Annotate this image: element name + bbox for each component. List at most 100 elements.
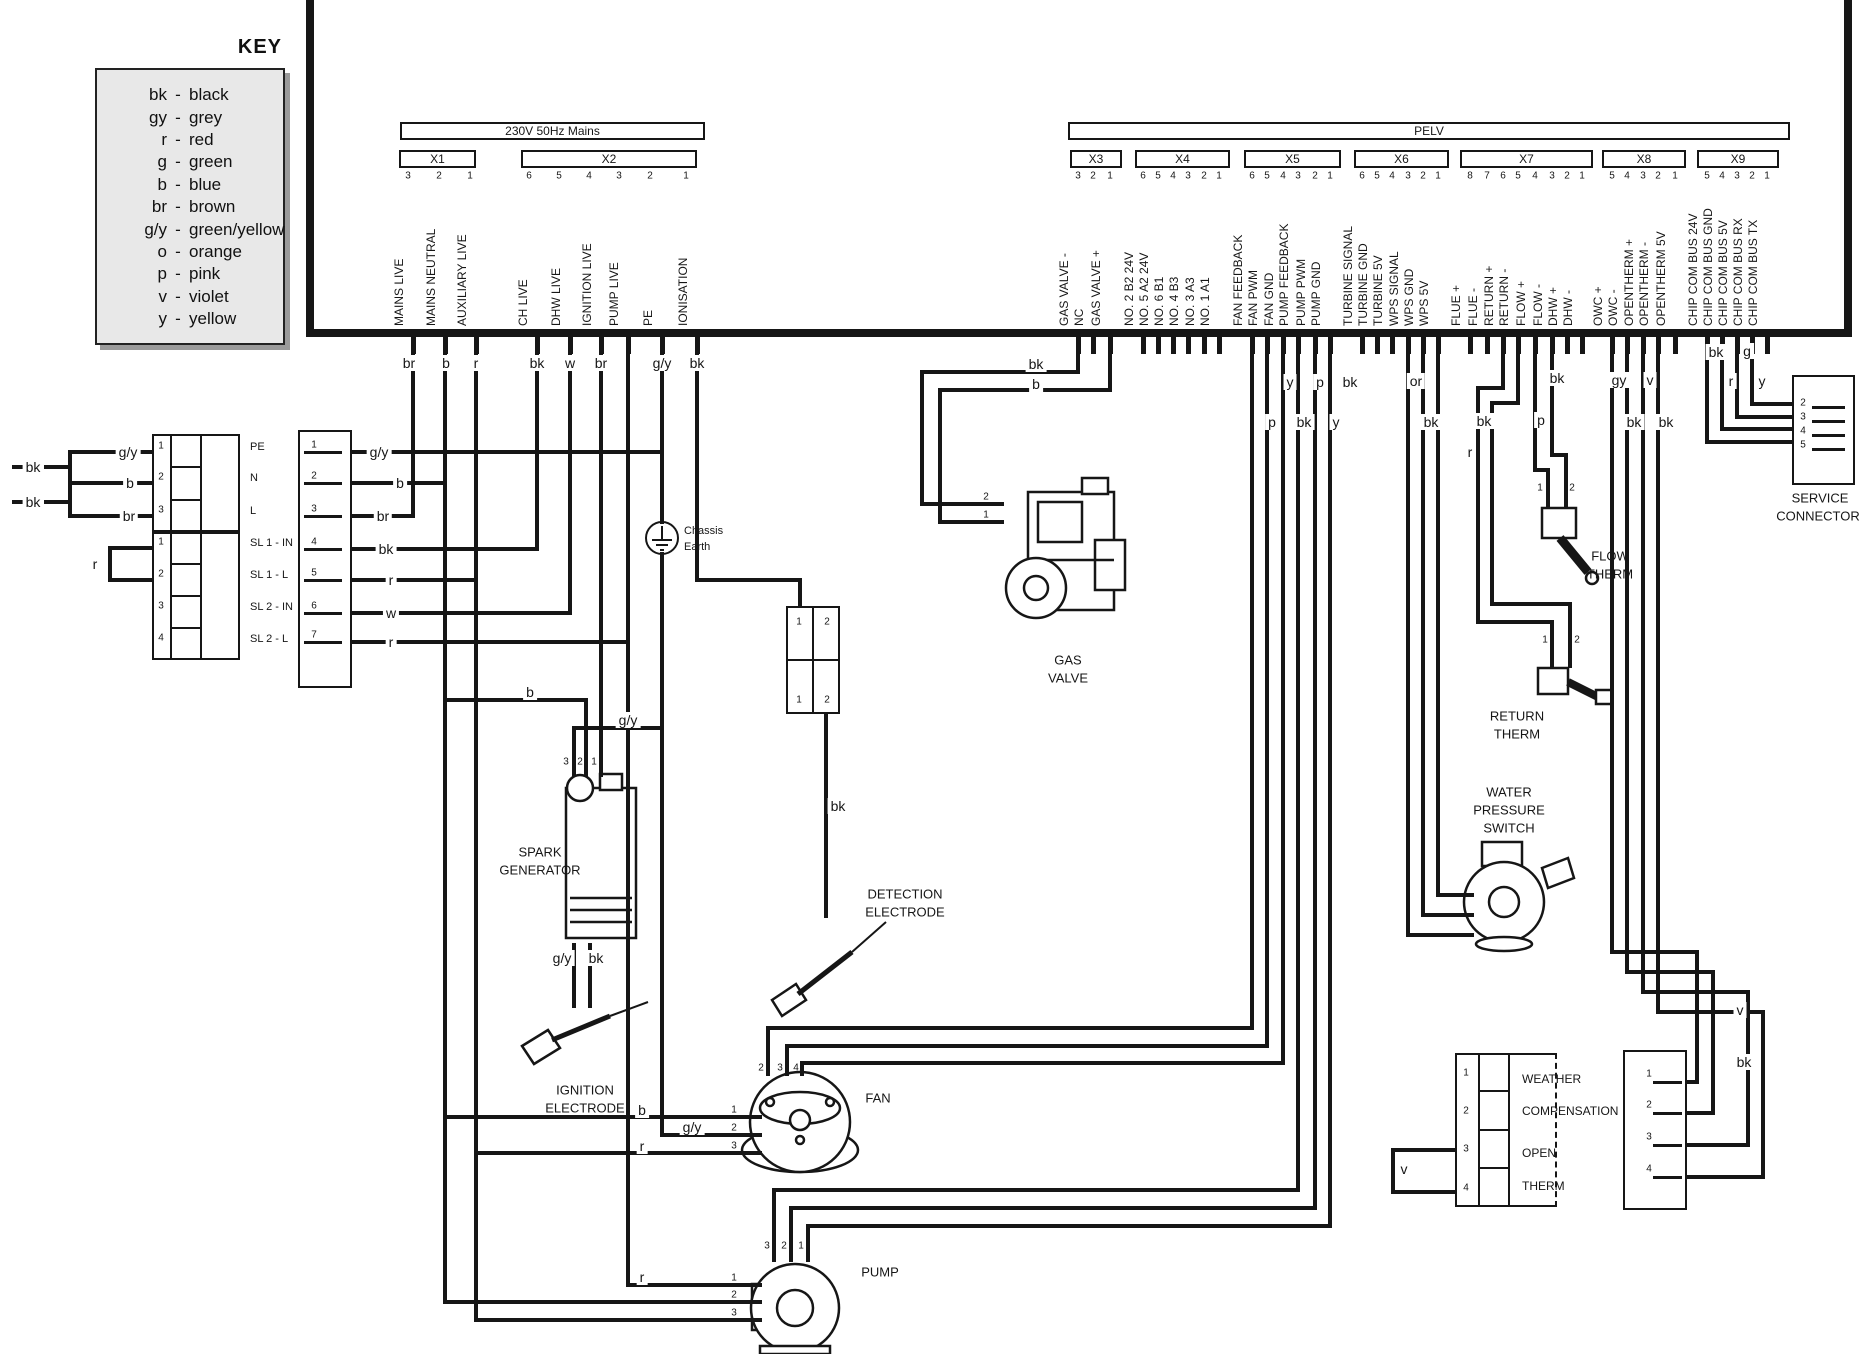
diagram-text: bk xyxy=(1733,1054,1755,1070)
bus-pin-tick xyxy=(659,333,665,354)
connector-label-X1: X1 xyxy=(430,152,445,166)
diagram-text: 1 xyxy=(1463,1067,1469,1079)
diagram-text: g/y xyxy=(649,355,675,371)
key-dash: - xyxy=(175,241,181,261)
diagram-text: 2 xyxy=(1646,1099,1652,1111)
wire xyxy=(474,1318,762,1322)
wire xyxy=(1546,470,1550,508)
connector-label-X2: X2 xyxy=(601,152,617,166)
connector-pin-number: 1 xyxy=(683,170,689,182)
diagram-text: 1 xyxy=(1542,634,1548,646)
pcb-bus-bar xyxy=(306,329,1852,337)
wire xyxy=(1625,970,1715,974)
wire xyxy=(108,578,154,582)
wire xyxy=(1476,620,1554,624)
connector-box-X2 xyxy=(521,150,697,168)
diagram-text: r xyxy=(385,634,397,650)
diagram-text: bk xyxy=(22,494,44,510)
bus-pin-tick xyxy=(567,333,573,354)
diagram-text: b xyxy=(439,355,453,371)
diagram-text: 1 xyxy=(798,1240,804,1252)
diagram-text: WEATHER xyxy=(1522,1072,1582,1086)
wire xyxy=(1750,333,1754,406)
diagram-text: bk xyxy=(1025,356,1047,372)
wire xyxy=(824,712,828,918)
connector-pin-number: 3 xyxy=(1549,170,1555,182)
wire xyxy=(12,465,26,469)
diagram-text: GENERATOR xyxy=(499,862,581,878)
connector-label-X6: X6 xyxy=(1394,152,1409,166)
wire xyxy=(785,1044,1269,1048)
diagram-text: 2 xyxy=(731,1289,737,1301)
bus-pin-label: PUMP FEEDBACK xyxy=(1277,223,1291,326)
wire xyxy=(572,728,576,777)
cell-divider xyxy=(170,499,202,501)
connector-pin-number: 3 xyxy=(405,170,411,182)
diagram-text: 3 xyxy=(777,1062,783,1074)
wire xyxy=(772,1188,776,1262)
bus-pin-tick xyxy=(1216,333,1222,354)
key-abbr: br xyxy=(151,197,167,217)
diagram-text: PRESSURE xyxy=(1473,802,1545,818)
connector-pin-number: 1 xyxy=(1327,170,1333,182)
diagram-text: 1 xyxy=(1646,1068,1652,1080)
key-abbr: o xyxy=(157,241,167,261)
connector-pin-number: 4 xyxy=(1624,170,1630,182)
key-dash: - xyxy=(175,129,181,149)
bus-pin-label: NO. 2 B2 24V xyxy=(1122,251,1136,326)
pin-line xyxy=(304,450,342,454)
bus-pin-label: FAN GND xyxy=(1262,272,1276,326)
key-color-name: red xyxy=(189,129,214,149)
diagram-text: b xyxy=(523,684,537,700)
diagram-text: br xyxy=(119,508,139,524)
wire xyxy=(350,640,630,644)
bus-label-bar xyxy=(400,122,705,140)
wire xyxy=(12,500,26,504)
key-entry: g/y-green/yellow xyxy=(115,218,284,240)
wire xyxy=(1391,1148,1457,1152)
diagram-text: r xyxy=(385,572,397,588)
diagram-text: v xyxy=(1733,1002,1747,1018)
wire xyxy=(1656,333,1660,1014)
wire xyxy=(1656,1010,1765,1014)
connector-pin-number: 2 xyxy=(647,170,653,182)
diagram-text: 3 xyxy=(1646,1131,1652,1143)
connector-pin-number: 3 xyxy=(1405,170,1411,182)
connector-pin-number: 1 xyxy=(1216,170,1222,182)
wire xyxy=(443,698,588,702)
water-pressure-switch-drawing xyxy=(1462,840,1576,953)
bus-pin-label: MAINS NEUTRAL xyxy=(424,228,438,326)
bus-pin-tick xyxy=(1264,333,1270,354)
pin-line xyxy=(1812,419,1845,423)
wire xyxy=(1296,333,1300,1192)
wire xyxy=(1720,333,1724,431)
diagram-text: g/y xyxy=(115,444,141,460)
bus-pin-label: DHW + xyxy=(1546,287,1560,326)
connector-box-X7 xyxy=(1460,150,1593,168)
connector-pin-number: 2 xyxy=(1564,170,1570,182)
key-entry: bk-black xyxy=(115,84,283,106)
connector-pin-number: 6 xyxy=(1249,170,1255,182)
cell-divider xyxy=(170,627,202,629)
diagram-text: 5 xyxy=(1800,439,1806,451)
bus-pin-label: DHW LIVE xyxy=(549,267,563,326)
wire xyxy=(920,370,1080,374)
bus-pin-tick xyxy=(1484,333,1490,354)
opentherm-connector-box xyxy=(1623,1050,1687,1210)
diagram-text: y xyxy=(1283,374,1297,390)
wire xyxy=(772,1188,1300,1192)
wire xyxy=(568,333,572,615)
bus-pin-label: DHW - xyxy=(1561,290,1575,326)
bus-pin-label: FAN PWM xyxy=(1246,270,1260,326)
connector-pin-number: 6 xyxy=(1359,170,1365,182)
diagram-text: br xyxy=(399,355,419,371)
bus-pin-label: GAS VALVE + xyxy=(1089,250,1103,326)
connector-pin-number: 5 xyxy=(1515,170,1521,182)
key-dash: - xyxy=(175,219,181,239)
connector-pin-number: 1 xyxy=(1435,170,1441,182)
diagram-text: bk xyxy=(1546,370,1568,386)
diagram-text: COMPENSATION xyxy=(1522,1104,1619,1118)
diagram-text: SERVICE xyxy=(1791,490,1849,506)
diagram-text: y xyxy=(1329,414,1343,430)
diagram-text: 4 xyxy=(158,632,164,644)
